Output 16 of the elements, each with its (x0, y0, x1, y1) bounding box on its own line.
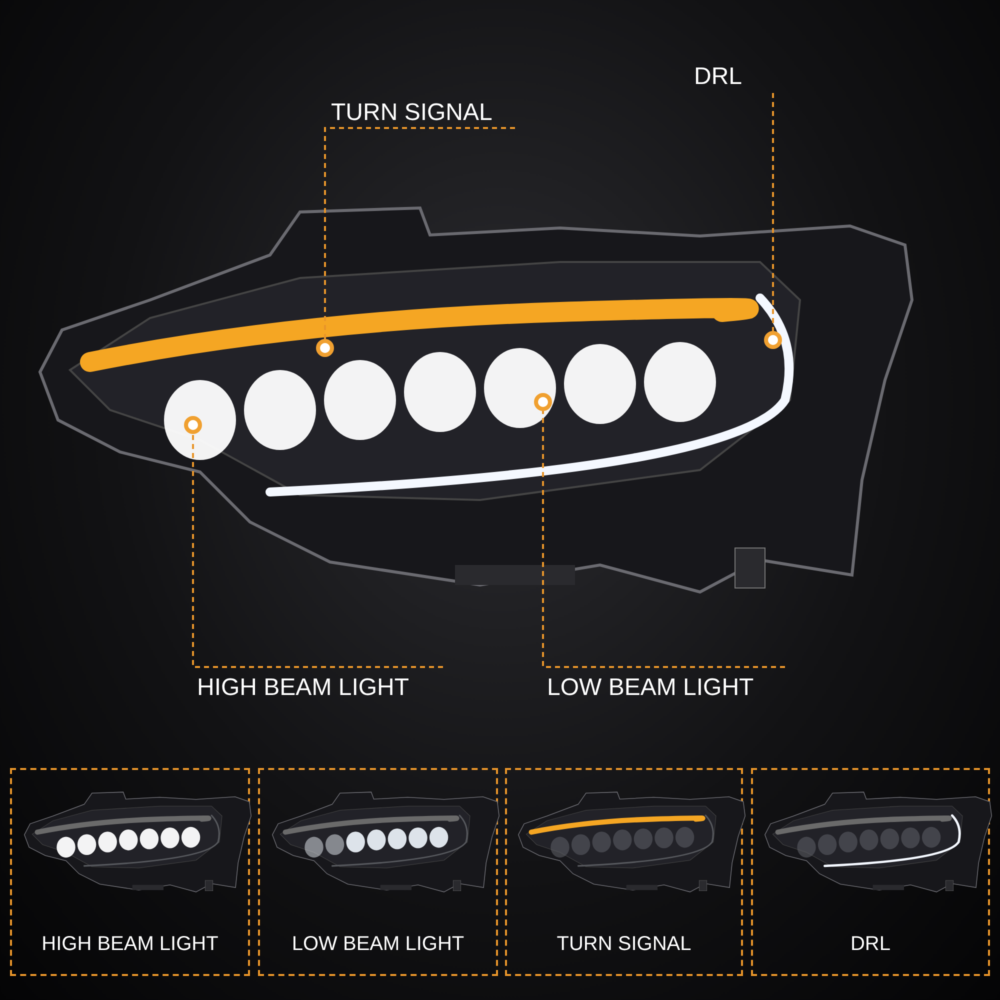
panel-caption: DRL (849, 933, 892, 956)
leader-line (772, 92, 774, 331)
panel-caption: TURN SIGNAL (556, 933, 692, 956)
image-panel (258, 768, 498, 976)
image-panel (751, 768, 990, 976)
image-panel (505, 768, 743, 976)
callout-label: DRL (668, 60, 773, 93)
callout-label: TURN SIGNAL (325, 98, 515, 128)
panel-caption: HIGH BEAM LIGHT (40, 933, 220, 956)
callout-label: HIGH BEAM LIGHT (193, 667, 443, 709)
leader-line (542, 411, 785, 668)
leader-line (324, 127, 515, 339)
callout-label: LOW BEAM LIGHT (543, 667, 785, 709)
leader-line (192, 434, 443, 668)
image-panel (10, 768, 250, 976)
panel-caption: LOW BEAM LIGHT (290, 933, 466, 956)
